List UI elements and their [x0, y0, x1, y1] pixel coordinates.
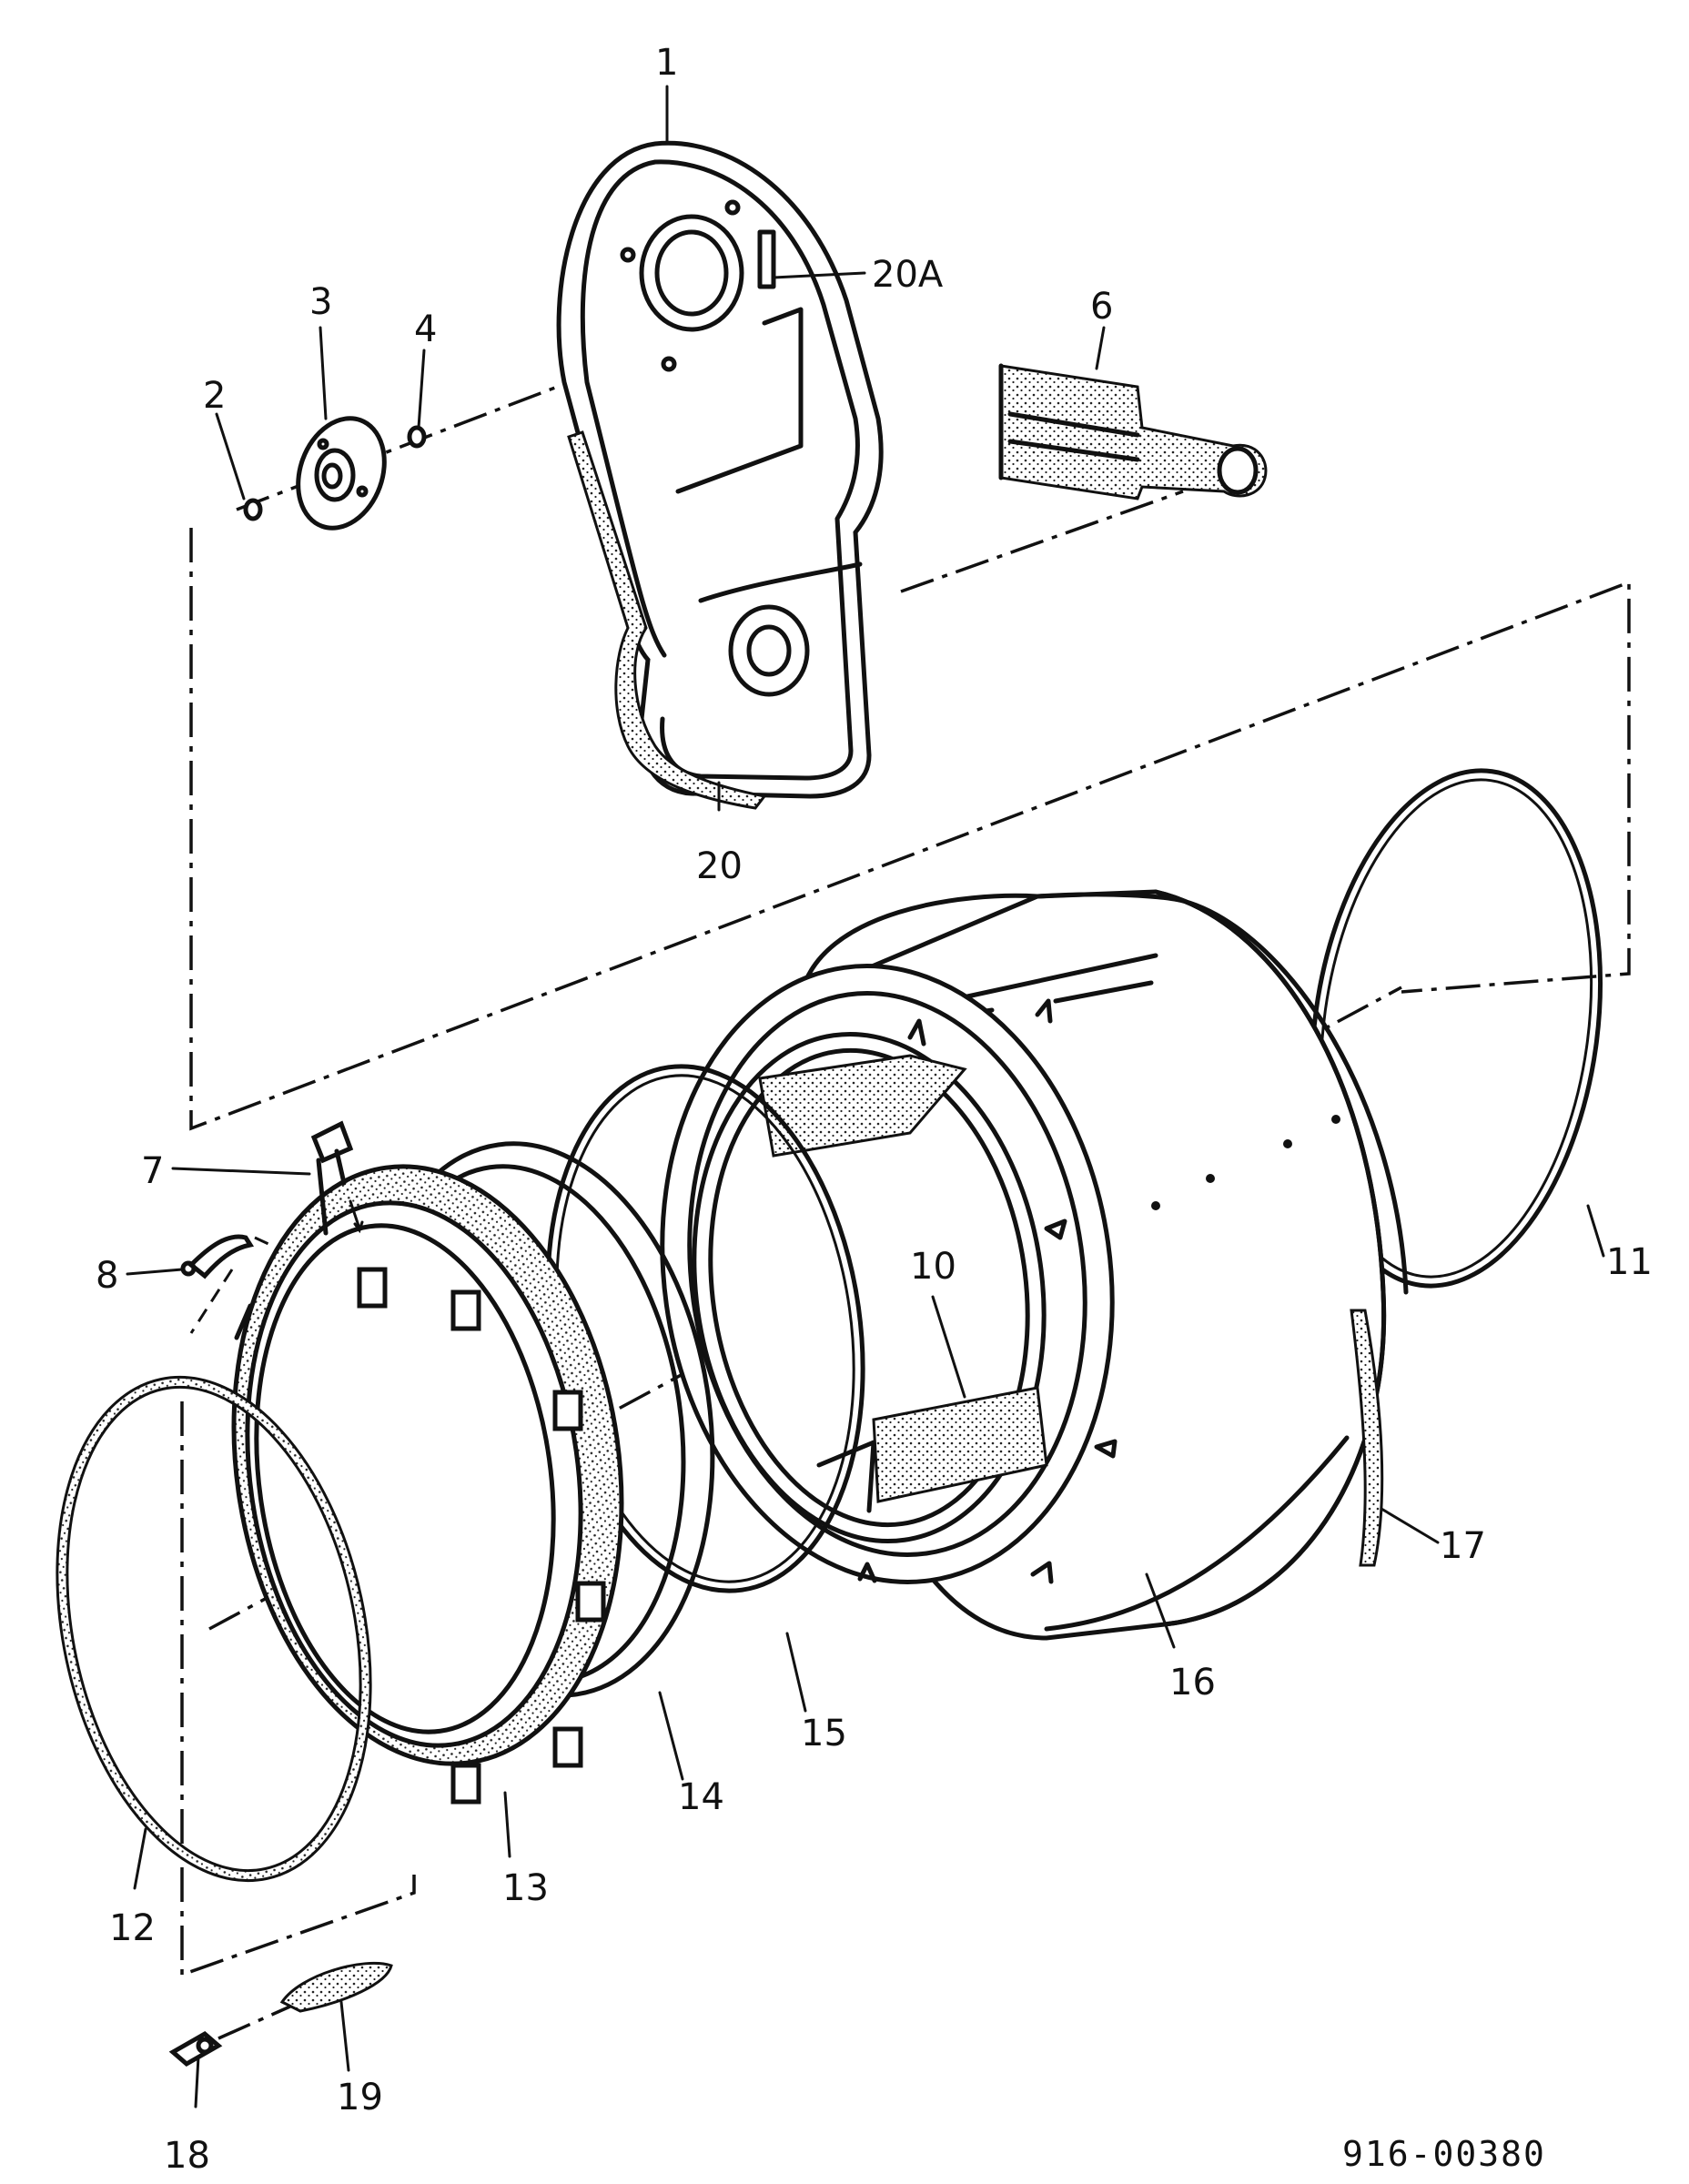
callout-20: 20 — [696, 845, 743, 887]
callout-11: 11 — [1606, 1241, 1653, 1283]
part-4-screw — [407, 425, 427, 449]
callout-19: 19 — [337, 2077, 383, 2118]
callout-13: 13 — [502, 1867, 549, 1909]
part-6-bracket — [998, 363, 1268, 500]
part-12-front-seal — [56, 1375, 372, 1883]
callout-7: 7 — [141, 1150, 164, 1192]
callout-2: 2 — [203, 375, 226, 417]
callout-18: 18 — [164, 2135, 210, 2177]
callout-labels: 1 20A 3 4 2 6 20 7 8 10 11 17 16 15 14 1… — [96, 42, 1653, 2177]
part-3-bearing-plate — [296, 416, 387, 531]
part-2-screw — [243, 498, 263, 521]
callout-20a: 20A — [872, 254, 944, 296]
part-18-hinge-pin — [168, 2030, 223, 2068]
callout-10: 10 — [910, 1246, 956, 1288]
callout-3: 3 — [309, 281, 332, 323]
part-19-hinge-cover — [279, 1961, 393, 2013]
part-1-blower-housing — [556, 140, 884, 810]
callout-1: 1 — [655, 42, 678, 84]
part-16-drum — [660, 889, 1409, 1641]
callout-12: 12 — [109, 1907, 156, 1949]
callout-15: 15 — [801, 1713, 847, 1754]
callout-16: 16 — [1169, 1662, 1216, 1704]
callout-6: 6 — [1090, 286, 1113, 328]
callout-4: 4 — [414, 308, 437, 350]
part-13-bearing-ring — [231, 1164, 624, 1805]
part-17-seam-strip — [1350, 1309, 1384, 1567]
callout-17: 17 — [1440, 1525, 1486, 1567]
callout-8: 8 — [96, 1255, 118, 1297]
part-8-clip — [180, 1234, 255, 1279]
diagram-code: 916-00380 — [1342, 2134, 1546, 2174]
part-7-switch — [310, 1120, 364, 1236]
callout-14: 14 — [678, 1776, 724, 1818]
leader-lines — [126, 85, 1605, 2108]
